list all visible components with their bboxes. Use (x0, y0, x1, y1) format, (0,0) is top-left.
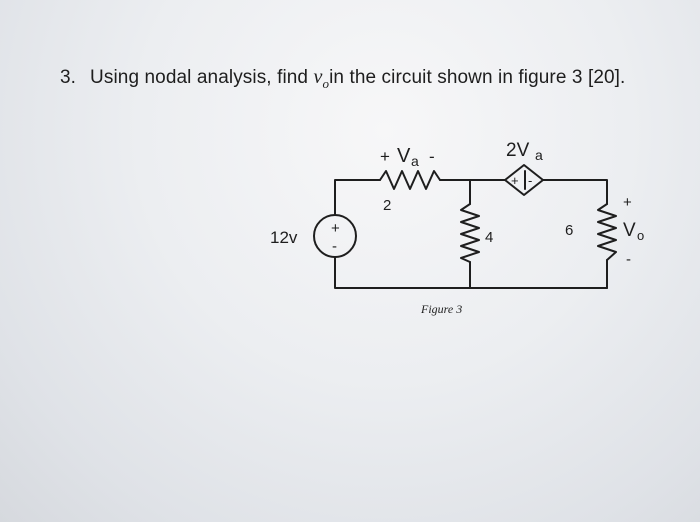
resistor-6-value: 6 (565, 222, 573, 239)
vo-plus-sign: + (623, 194, 632, 211)
vo-label-main: V (623, 220, 636, 241)
source-minus-sign: - (332, 238, 337, 255)
question-vo: vo (313, 66, 330, 91)
question-text-after: in the circuit shown in figure 3 [20]. (329, 67, 626, 88)
question-text-before: Using nodal analysis, find (90, 67, 314, 88)
resistor-2-ohm (379, 170, 441, 190)
dependent-source-label-main: 2V (506, 140, 530, 161)
question-text: 3. Using nodal analysis, find voin the ci… (60, 66, 625, 92)
vo-label-sub: o (637, 228, 644, 243)
dependent-source-minus-sign: - (528, 173, 532, 188)
wire-top-right (542, 179, 608, 205)
vo-minus-sign: - (626, 251, 631, 268)
dependent-source-label-sub: a (535, 147, 543, 163)
va-label-main: V (397, 145, 411, 167)
wire-left-bottom (334, 256, 608, 289)
voltage-source-12v (313, 214, 357, 258)
resistor-6-ohm (597, 203, 617, 261)
wire-left-top (334, 179, 381, 216)
figure-caption: Figure 3 (420, 302, 462, 316)
source-label: 12v (270, 228, 298, 247)
question-number: 3. (60, 67, 77, 88)
va-plus-sign: + (380, 147, 390, 166)
resistor-4-value: 4 (485, 229, 493, 246)
resistor-2-value: 2 (383, 197, 391, 214)
resistor-4-ohm (460, 203, 480, 263)
source-plus-sign: + (331, 220, 340, 237)
va-label-sub: a (411, 153, 419, 169)
dependent-source-diamond (504, 164, 544, 196)
dependent-source-plus-sign: + (511, 173, 519, 188)
va-minus-sign: - (429, 147, 435, 166)
